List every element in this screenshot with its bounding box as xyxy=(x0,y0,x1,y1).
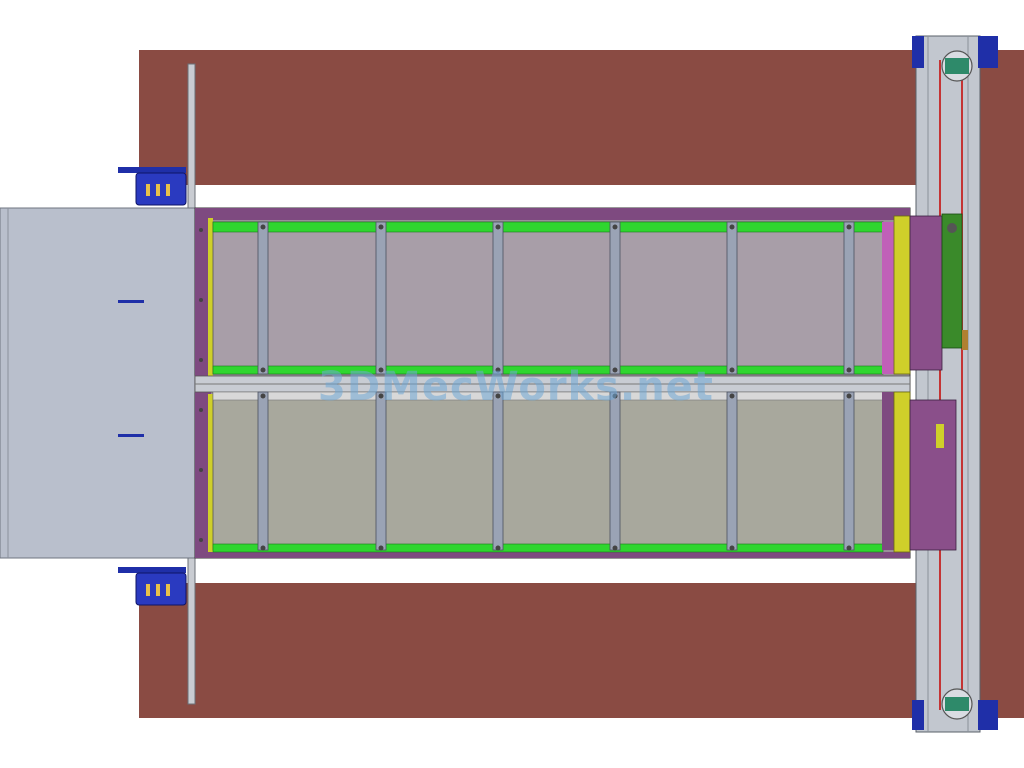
carrier-top xyxy=(909,215,943,371)
right-yellow-column-top xyxy=(893,215,911,375)
right-track xyxy=(915,35,981,733)
right-purple-strip xyxy=(882,392,894,550)
panel-upper-icon xyxy=(212,221,884,375)
right-yellow-column-bottom xyxy=(893,391,911,553)
left-platform xyxy=(0,207,197,559)
rail-green-4-icon xyxy=(212,543,884,553)
carrier-green xyxy=(941,213,963,349)
panel-lower-icon xyxy=(212,391,884,551)
rail-green-1-icon xyxy=(212,221,884,233)
watermark-text: 3DMecWorks.net xyxy=(318,364,714,410)
wall-right-strip xyxy=(976,50,1024,718)
pulley-bottom-icon xyxy=(912,688,998,730)
frame-bottom-beam xyxy=(195,552,910,558)
carrier-bottom xyxy=(909,399,957,551)
bracket-bottom-left-icon xyxy=(118,567,187,606)
pulley-top-icon xyxy=(912,36,998,82)
crossbars xyxy=(257,221,855,551)
right-pink-strip xyxy=(882,222,894,374)
wall-bottom xyxy=(139,583,919,718)
platform-slot-1 xyxy=(118,300,144,303)
wall-top xyxy=(139,50,919,185)
bolts xyxy=(199,224,852,551)
latch-yellow xyxy=(936,424,944,448)
frame-top-beam xyxy=(195,208,910,220)
platform-slot-2 xyxy=(118,434,144,437)
bracket-top-left-icon xyxy=(118,167,187,206)
